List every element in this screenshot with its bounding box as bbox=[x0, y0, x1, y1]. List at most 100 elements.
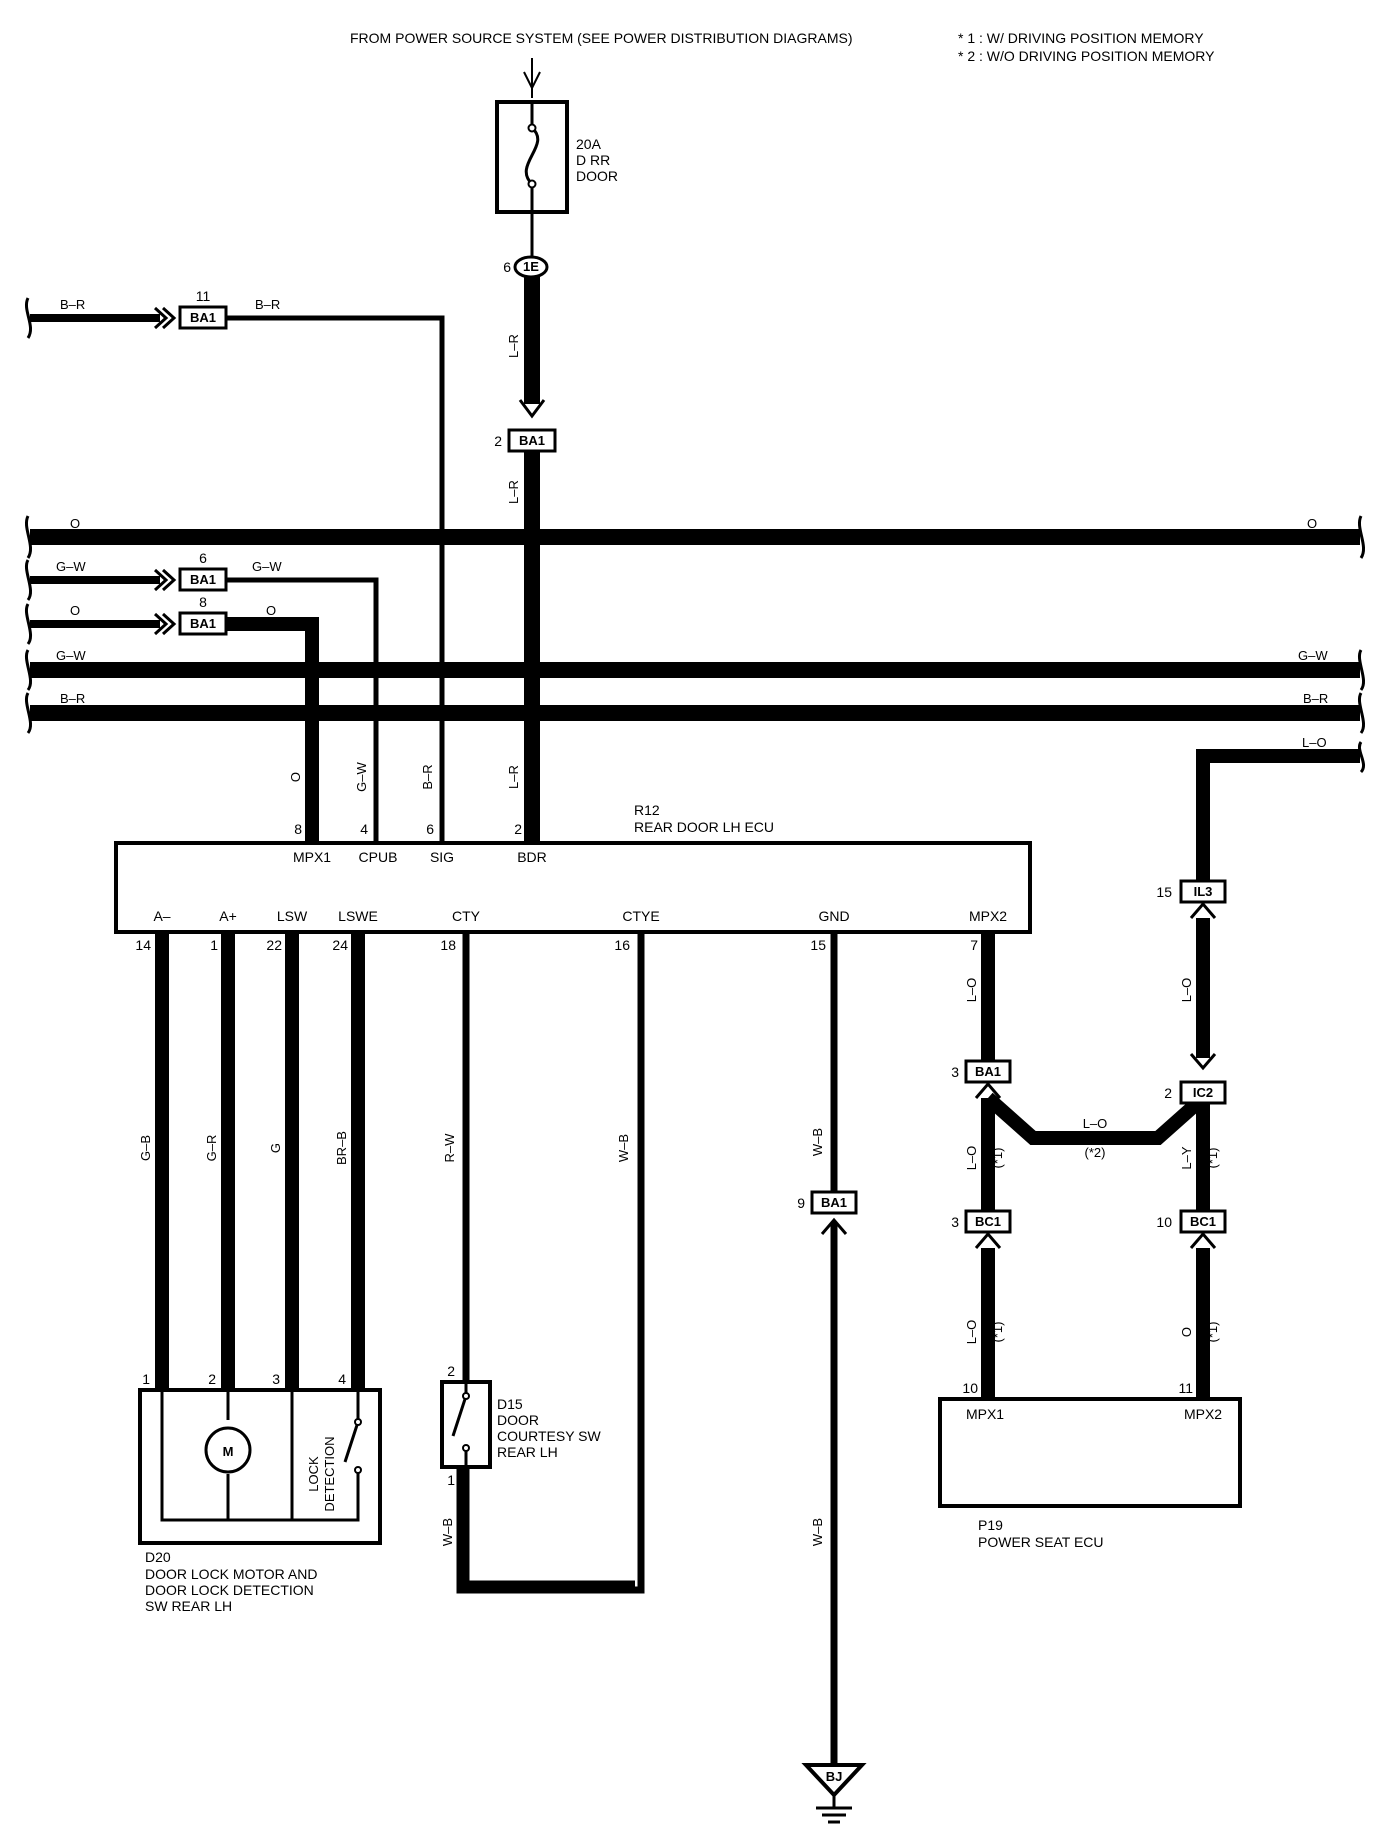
d15-name-2: COURTESY SW bbox=[497, 1428, 602, 1444]
connector-bc1-left-label: BC1 bbox=[975, 1214, 1001, 1229]
p19-pin-mpx1: MPX1 bbox=[966, 1406, 1004, 1422]
note-1-right-low: (*1) bbox=[1205, 1322, 1220, 1343]
connector-ba1-gnd bbox=[810, 1190, 858, 1215]
motor-label: M bbox=[223, 1444, 234, 1459]
ecu-pin-gnd: GND bbox=[818, 908, 849, 924]
wire-label-gnd-wb-1: W–B bbox=[810, 1128, 825, 1156]
pin-bc1-right: 10 bbox=[1156, 1214, 1172, 1230]
wire-label-d15-wb: W–B bbox=[440, 1518, 455, 1546]
wire-label-o-left: O bbox=[70, 516, 80, 531]
left-break-marks bbox=[25, 515, 33, 734]
ecu-pin-mpx2-num: 7 bbox=[970, 937, 978, 953]
wire-label-lo-mpx2: L–O bbox=[964, 978, 979, 1003]
ecu-pin-mpx1: MPX1 bbox=[293, 849, 331, 865]
arrow-lr-ba1 bbox=[518, 399, 546, 419]
arrow-bc1-left bbox=[974, 1231, 1002, 1249]
p19-box bbox=[938, 1397, 1242, 1508]
connector-ba1-gw-label: BA1 bbox=[190, 572, 216, 587]
pin-il3: 15 bbox=[1156, 884, 1172, 900]
footnote-1: * 1 : W/ DRIVING POSITION MEMORY bbox=[958, 30, 1204, 46]
wire-label-rw: R–W bbox=[442, 1133, 457, 1163]
note-1-left-mid: (*1) bbox=[990, 1148, 1005, 1169]
d15-code: D15 bbox=[497, 1396, 523, 1412]
arrow-o-ba1 bbox=[153, 612, 177, 636]
d20-box bbox=[138, 1388, 382, 1545]
ecu-pin-bdr-num: 2 bbox=[514, 821, 522, 837]
pin-ba1-br: 11 bbox=[196, 288, 211, 304]
junction-1e-label: 1E bbox=[523, 259, 539, 274]
wire-label-lr-2: L–R bbox=[506, 480, 521, 504]
connector-ic2-label: IC2 bbox=[1193, 1085, 1213, 1100]
wire-label-lo-in: L–O bbox=[1302, 735, 1327, 750]
ground-icon bbox=[816, 1795, 852, 1824]
motor-icon bbox=[204, 1426, 252, 1474]
power-source-note: FROM POWER SOURCE SYSTEM (SEE POWER DIST… bbox=[350, 30, 852, 46]
d15-name-3: REAR LH bbox=[497, 1444, 558, 1460]
wire-label-lr-3: L–R bbox=[506, 765, 521, 789]
p19-pin-mpx2: MPX2 bbox=[1184, 1406, 1222, 1422]
d20-pin-4: 4 bbox=[338, 1371, 346, 1387]
arrow-gw-ba1 bbox=[153, 568, 177, 592]
ecu-pin-ctye: CTYE bbox=[622, 908, 659, 924]
wire-label-o-out: O bbox=[266, 603, 276, 618]
pin-ba1-lr: 2 bbox=[494, 433, 502, 449]
wire-o-mpx1 bbox=[226, 617, 319, 842]
arrow-il3 bbox=[1189, 901, 1217, 919]
wire-lo-il3 bbox=[1196, 749, 1360, 880]
fuse-name-1: D RR bbox=[576, 152, 610, 168]
wire-label-gr: G–R bbox=[204, 1135, 219, 1162]
fuse-rating: 20A bbox=[576, 136, 602, 152]
ecu-pin-sig-num: 6 bbox=[426, 821, 434, 837]
ecu-pin-lsw: LSW bbox=[277, 908, 308, 924]
note-1-right-mid: (*1) bbox=[1205, 1148, 1220, 1169]
ecu-pin-a-minus-num: 14 bbox=[135, 937, 151, 953]
wire-label-lo-il3: L–O bbox=[1179, 978, 1194, 1003]
d20-name-2: DOOR LOCK DETECTION bbox=[145, 1582, 314, 1598]
ecu-pin-a-minus: A– bbox=[153, 908, 170, 924]
wire-label-br-out: B–R bbox=[255, 297, 280, 312]
connector-ba1-o-label: BA1 bbox=[190, 616, 216, 631]
footnote-2: * 2 : W/O DRIVING POSITION MEMORY bbox=[958, 48, 1215, 64]
wire-label-br-bus-right: B–R bbox=[1303, 691, 1328, 706]
pin-ba1-gw: 6 bbox=[199, 550, 207, 566]
fuse-icon bbox=[524, 102, 540, 212]
wire-label-o-p19: O bbox=[1179, 1327, 1194, 1337]
p19-pin-11: 11 bbox=[1178, 1380, 1193, 1396]
wire-ctye-wb bbox=[456, 932, 645, 1594]
ecu-pin-cpub-num: 4 bbox=[360, 821, 368, 837]
ecu-pin-lsw-num: 22 bbox=[266, 937, 282, 953]
ground-bj bbox=[801, 1763, 867, 1798]
fuse-name-2: DOOR bbox=[576, 168, 618, 184]
wire-label-o-mpx1: O bbox=[288, 772, 303, 782]
ground-bj-label: BJ bbox=[826, 1769, 843, 1784]
wire-label-lo-p19: L–O bbox=[964, 1320, 979, 1345]
connector-ba1-br-label: BA1 bbox=[190, 310, 216, 325]
wire-label-br-sig: B–R bbox=[420, 764, 435, 789]
d20-pin-1: 1 bbox=[142, 1371, 150, 1387]
note-2: (*2) bbox=[1085, 1145, 1106, 1160]
wire-label-o-in: O bbox=[70, 603, 80, 618]
wire-label-o-right: O bbox=[1307, 516, 1317, 531]
ecu-name: REAR DOOR LH ECU bbox=[634, 819, 774, 835]
lock-switch-icon bbox=[292, 1390, 360, 1522]
ecu-pin-cty-num: 18 bbox=[440, 937, 456, 953]
connector-ba1-mpx2-label: BA1 bbox=[975, 1064, 1001, 1079]
ecu-pin-mpx2: MPX2 bbox=[969, 908, 1007, 924]
ecu-pin-a-plus-num: 1 bbox=[210, 937, 218, 953]
ecu-r12 bbox=[114, 841, 1032, 934]
arrow-ic2 bbox=[1189, 1053, 1217, 1071]
d20-name-1: DOOR LOCK MOTOR AND bbox=[145, 1566, 317, 1582]
ecu-pin-lswe-num: 24 bbox=[332, 937, 348, 953]
wire-label-gb: G–B bbox=[138, 1135, 153, 1161]
d15-pin-2: 2 bbox=[447, 1363, 455, 1379]
pin-ba1-mpx2: 3 bbox=[951, 1064, 959, 1080]
junction-1e-pin: 6 bbox=[503, 259, 511, 275]
ecu-code: R12 bbox=[634, 802, 660, 818]
wire-label-lo-cross: L–O bbox=[1083, 1116, 1108, 1131]
wire-label-gw-bus-right: G–W bbox=[1298, 648, 1328, 663]
ecu-pin-bdr: BDR bbox=[517, 849, 547, 865]
ecu-bottom-pins: A– 14 A+ 1 LSW 22 LSWE 24 CTY 18 CTYE 16… bbox=[135, 908, 1007, 953]
connector-bc1-right-label: BC1 bbox=[1190, 1214, 1216, 1229]
ecu-pin-mpx1-num: 8 bbox=[294, 821, 302, 837]
